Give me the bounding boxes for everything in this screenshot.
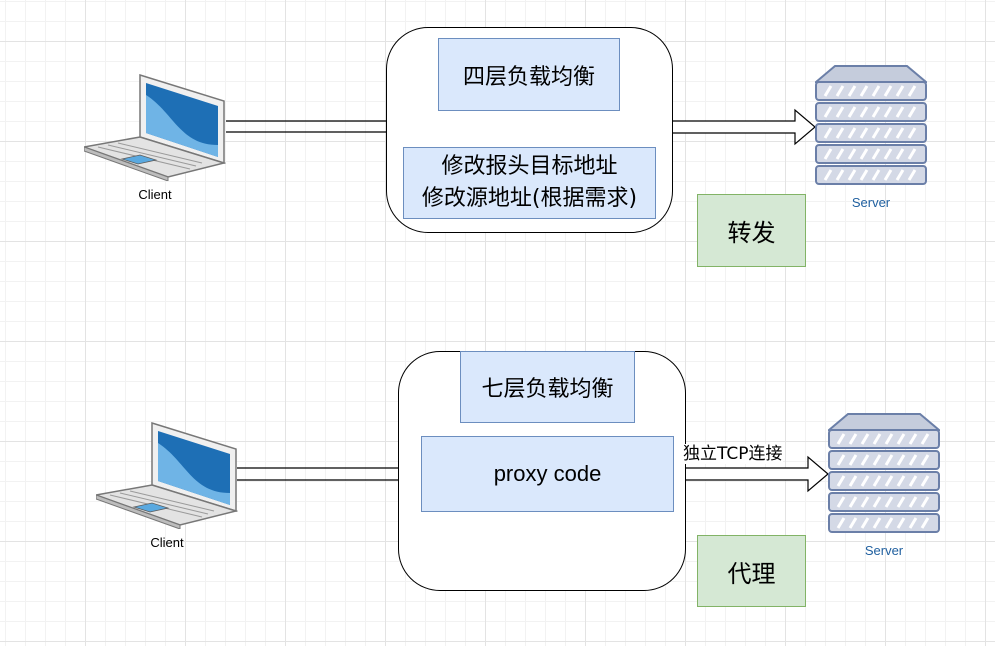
bottom-server-label: Server [864, 543, 904, 558]
proxy-mode-label: 代理 [727, 559, 776, 588]
header-rewrite-line-1: 修改报头目标地址 [441, 154, 618, 179]
proxy-code-label: proxy code [493, 461, 602, 486]
header-rewrite-line-2: 修改源地址(根据需求) [421, 186, 638, 211]
bottom-client-label: Client [150, 535, 184, 550]
layer7-label: 七层负载均衡 [481, 377, 614, 402]
top-client-label: Client [138, 187, 172, 202]
independent-tcp-connection-label: 独立TCP连接 [683, 444, 783, 464]
bottom-lb-to-server-arrow [673, 455, 829, 493]
top-lb-to-server-arrow [673, 108, 816, 146]
server-rack-icon [815, 65, 927, 185]
header-rewrite-box: 修改报头目标地址 修改源地址(根据需求) [403, 147, 656, 219]
proxy-code-box: proxy code [421, 436, 674, 512]
server-rack-icon [828, 413, 940, 533]
forwarding-mode-box: 转发 [697, 194, 806, 267]
layer7-label-box: 七层负载均衡 [460, 351, 635, 423]
proxy-mode-box: 代理 [697, 535, 806, 607]
forwarding-mode-label: 转发 [727, 219, 776, 247]
top-client-to-lb-connector [226, 120, 386, 133]
laptop-icon [96, 421, 238, 529]
laptop-icon [84, 73, 226, 181]
bottom-client-to-lb-connector [237, 467, 421, 481]
top-server-label: Server [851, 195, 891, 210]
layer4-label-box: 四层负载均衡 [438, 38, 620, 111]
layer4-label: 四层负载均衡 [462, 64, 595, 90]
